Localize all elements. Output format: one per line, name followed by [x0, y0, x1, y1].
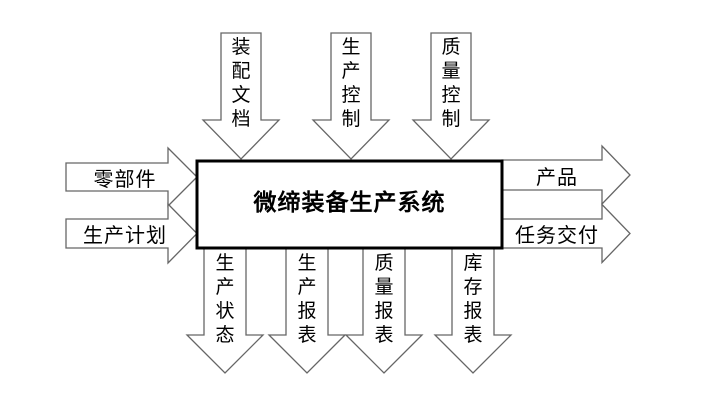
- top-arrow-label-assembly-docs: 装配文档: [231, 37, 251, 130]
- bottom-arrow-production-status: [185, 247, 265, 374]
- bottom-arrow-label-inventory-report: 库存报表: [463, 253, 483, 346]
- bottom-arrow-label-quality-report: 质量报表: [374, 253, 394, 346]
- right-arrow-task-delivery: [501, 202, 631, 265]
- bottom-arrow-quality-report: [344, 247, 424, 374]
- left-arrow-production-plan: [65, 202, 198, 265]
- right-arrow-label-task-delivery: 任务交付: [515, 225, 599, 247]
- bottom-arrow-label-production-status: 生产状态: [215, 253, 235, 346]
- top-arrow-production-control: [311, 32, 391, 160]
- top-arrow-label-quality-control: 质量控制: [441, 37, 461, 130]
- bottom-arrow-production-report: [267, 247, 347, 374]
- top-arrow-quality-control: [411, 32, 491, 160]
- left-arrow-parts: [65, 146, 198, 208]
- right-arrow-label-product: 产品: [536, 166, 578, 189]
- bottom-arrow-label-production-report: 生产报表: [297, 253, 317, 346]
- center-box-label: 微缔装备生产系统: [253, 188, 446, 215]
- center-system-box: [195, 159, 504, 250]
- left-arrow-label-production-plan: 生产计划: [83, 225, 167, 247]
- left-arrow-label-parts: 零部件: [93, 168, 157, 191]
- right-arrow-product: [501, 144, 631, 206]
- top-arrow-label-production-control: 生产控制: [341, 37, 361, 130]
- bottom-arrow-inventory-report: [433, 247, 513, 374]
- top-arrow-assembly-docs: [201, 32, 281, 160]
